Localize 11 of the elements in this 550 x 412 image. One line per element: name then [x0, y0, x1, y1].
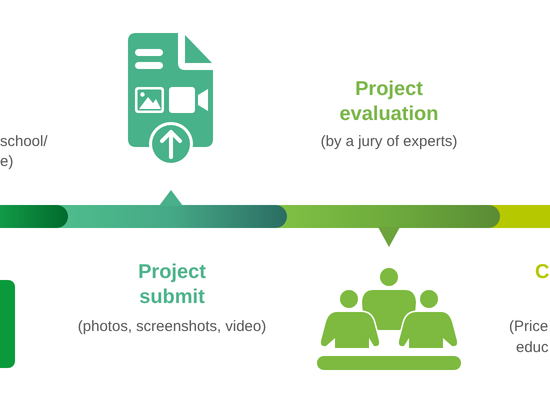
- stage-description: school/: [0, 132, 48, 151]
- stage-description: (Price: [509, 317, 548, 336]
- timeline-segment: [0, 205, 68, 228]
- stage-description: educ: [516, 338, 549, 357]
- stage-description: (photos, screenshots, video): [76, 317, 268, 336]
- stage-description: e): [0, 152, 14, 171]
- stage-heading: Project evaluation: [338, 77, 440, 127]
- stage-heading: C: [535, 260, 550, 285]
- timeline-segment: [276, 205, 500, 228]
- stage-description: (by a jury of experts): [320, 132, 458, 151]
- stage-heading: Project submit: [137, 260, 207, 310]
